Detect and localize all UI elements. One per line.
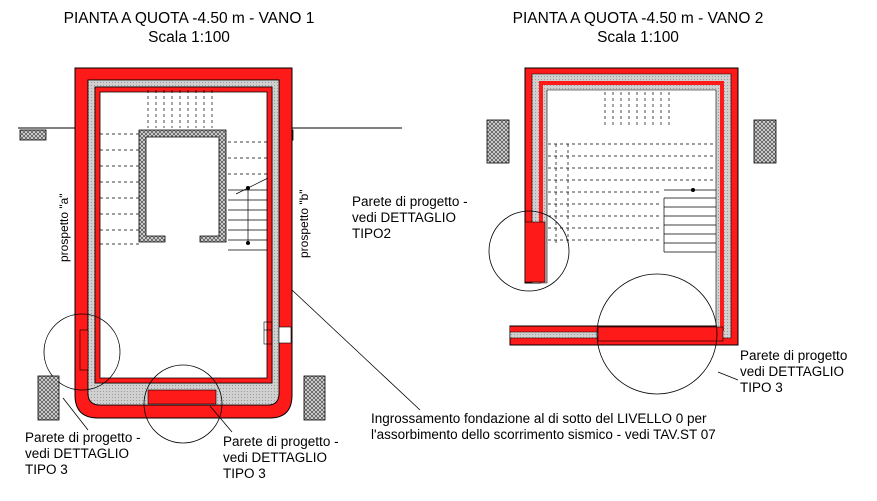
plan-2-stair-dot xyxy=(691,188,695,192)
plan-2-scale: Scala 1:100 xyxy=(597,29,679,46)
plan-1-stair-dashes-right xyxy=(228,141,267,175)
plan-1-stair-treads xyxy=(228,177,269,251)
callout-line: TIPO 3 xyxy=(25,462,68,477)
plan-1-red-wall xyxy=(74,67,293,419)
callout-line: Parete di progetto - xyxy=(352,194,468,209)
callout-line: vedi DETTAGLIO xyxy=(740,364,845,379)
general-note-line: l'assorbimento dello scorrimento sismico… xyxy=(371,427,716,442)
elevation-label-a: prospetto "a" xyxy=(57,193,71,262)
plan-1-stair-dot-bottom xyxy=(246,241,250,245)
plan-2-leader-bottom xyxy=(717,371,739,381)
plan-1-side-block-right xyxy=(303,375,326,421)
general-note: Ingrossamento fondazione al di sotto del… xyxy=(371,411,716,443)
plan-1-stair-dashes-top xyxy=(147,90,213,128)
plan-1-sump-detail xyxy=(263,321,292,345)
plan-2-detail-circle-bottom xyxy=(596,273,718,395)
callout-line: Parete di progetto - xyxy=(223,434,339,449)
plan-1-scale: Scala 1:100 xyxy=(148,29,230,46)
plan-2-stair-dashes-grid xyxy=(548,143,715,244)
plan-1-detail-circle-bottom xyxy=(143,364,223,444)
plan-2-title-block: PIANTA A QUOTA -4.50 m - VANO 2 Scala 1:… xyxy=(487,9,789,47)
plan-2-insulation xyxy=(509,73,732,339)
plan-2-side-block-left xyxy=(486,119,510,164)
plan-1-title-block: PIANTA A QUOTA -4.50 m - VANO 1 Scala 1:… xyxy=(38,9,340,47)
plan-1-stair-dashes-left xyxy=(100,133,139,245)
plan-2 xyxy=(486,67,777,395)
plan-1-bottom-red-segment xyxy=(147,389,217,405)
plan-1: prospetto "a" prospetto "b" xyxy=(18,67,421,444)
plan-2-inner-wall xyxy=(510,81,724,331)
elevation-label-b: prospetto "b" xyxy=(297,189,311,258)
plan-2-bottom-red-segment xyxy=(597,326,724,342)
callout-line: TIPO 3 xyxy=(223,466,266,481)
plan-1-inner-wall xyxy=(94,86,273,384)
callout-line: vedi DETTAGLIO xyxy=(223,450,328,465)
general-note-leader xyxy=(291,289,421,411)
plan-1-leader-left xyxy=(62,397,89,431)
ground-hatch-left xyxy=(19,129,47,141)
callout-line: TIPO2 xyxy=(352,226,392,241)
plan-2-side-block-right xyxy=(753,119,777,164)
plan-1-leader-bottom xyxy=(209,405,233,433)
plan-1-left-red-segment xyxy=(79,329,89,371)
plan-1-detail-circle-left xyxy=(43,313,121,391)
plan-1-callout-left: Parete di progetto - vedi DETTAGLIO TIPO… xyxy=(25,430,141,478)
plan-1-title: PIANTA A QUOTA -4.50 m - VANO 1 xyxy=(63,10,315,27)
plan-2-callout-bottom: Parete di progetto vedi DETTAGLIO TIPO 3 xyxy=(740,348,847,396)
callout-line: vedi DETTAGLIO xyxy=(25,446,130,461)
general-note-line: Ingrossamento fondazione al di sotto del… xyxy=(371,411,707,426)
plan-2-stair-dashes-top xyxy=(604,92,670,128)
plan-2-stair-treads xyxy=(663,189,716,253)
plan-2-callout-left: Parete di progetto - vedi DETTAGLIO TIPO… xyxy=(352,194,468,242)
plan-2-detail-circle-left xyxy=(488,210,570,292)
plan-2-left-red-segment xyxy=(524,221,546,283)
plan-1-stair-core xyxy=(138,129,227,243)
callout-line: Parete di progetto xyxy=(740,348,848,363)
plan-1-insulation xyxy=(87,79,280,406)
plan-1-side-block-left xyxy=(37,375,60,421)
plan-2-title: PIANTA A QUOTA -4.50 m - VANO 2 xyxy=(512,10,764,27)
callout-line: TIPO 3 xyxy=(740,380,783,395)
plan-1-callout-bottom: Parete di progetto - vedi DETTAGLIO TIPO… xyxy=(223,434,339,482)
plan-1-stair-dot-top xyxy=(246,186,250,190)
callout-line: vedi DETTAGLIO xyxy=(352,210,457,225)
callout-line: Parete di progetto - xyxy=(25,430,141,445)
